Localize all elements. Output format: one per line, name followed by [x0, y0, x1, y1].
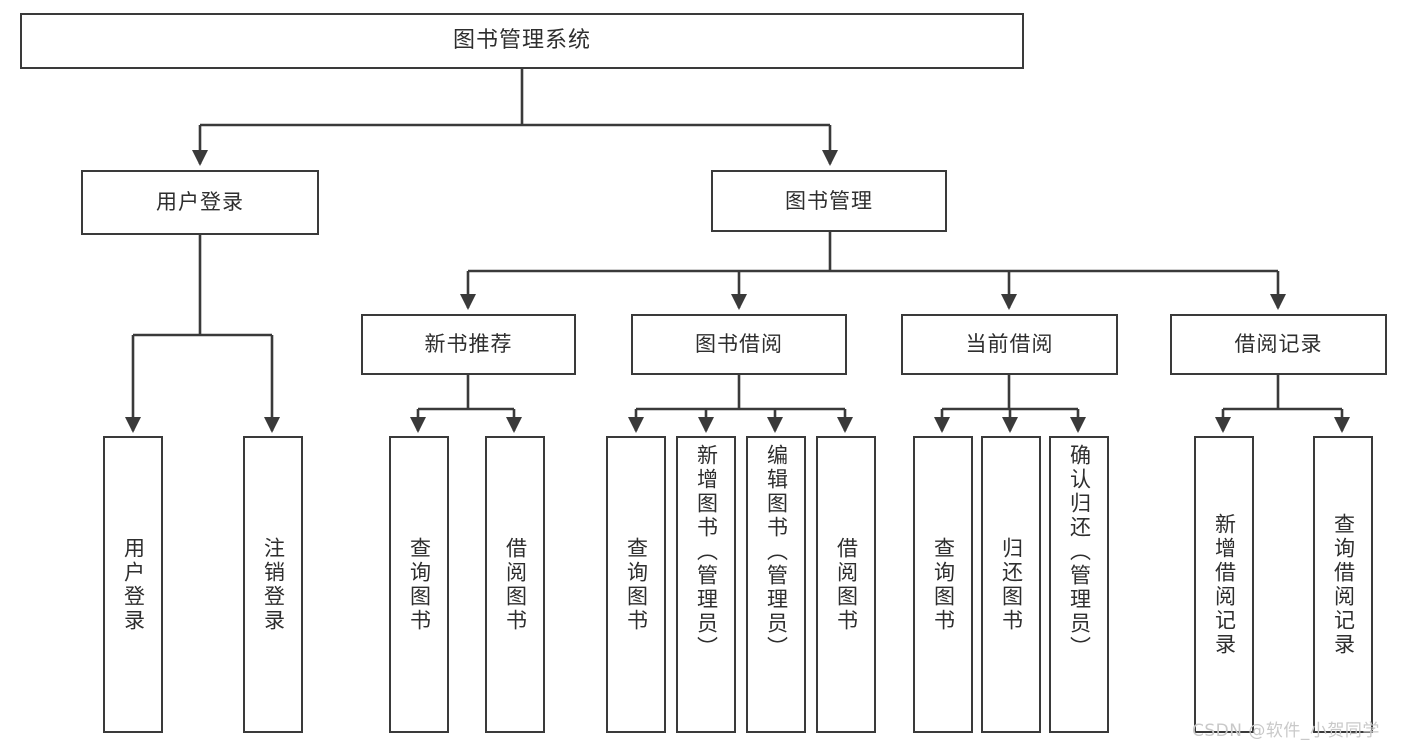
- node-label: 确认归还（管理员）: [1067, 444, 1092, 660]
- node-leaf-current-borrow-3[interactable]: 确认归还（管理员）: [1049, 436, 1109, 733]
- node-root-system[interactable]: 图书管理系统: [20, 13, 1024, 69]
- node-leaf-book-borrow-1[interactable]: 查询图书: [606, 436, 666, 733]
- node-leaf-book-borrow-3[interactable]: 编辑图书（管理员）: [746, 436, 806, 733]
- node-leaf-book-borrow-4[interactable]: 借阅图书: [816, 436, 876, 733]
- node-label: 借阅记录: [1234, 332, 1323, 357]
- node-label: 图书管理: [785, 188, 873, 213]
- node-label: 用户登录: [156, 190, 244, 215]
- node-label: 用户登录: [121, 536, 146, 633]
- node-leaf-new-book-2[interactable]: 借阅图书: [485, 436, 545, 733]
- node-book-management[interactable]: 图书管理: [711, 170, 947, 232]
- leaf-text-wrap: 查询图书: [391, 438, 447, 731]
- leaf-text-wrap: 用户登录: [105, 438, 161, 731]
- leaf-text-wrap: 归还图书: [983, 438, 1039, 731]
- watermark-text: CSDN @软件_小贺同学: [1192, 721, 1380, 741]
- node-label: 查询图书: [624, 536, 649, 633]
- node-book-borrow[interactable]: 图书借阅: [631, 314, 847, 375]
- node-current-borrow[interactable]: 当前借阅: [901, 314, 1118, 375]
- node-leaf-borrow-record-2[interactable]: 查询借阅记录: [1313, 436, 1373, 733]
- node-leaf-user-login-1[interactable]: 用户登录: [103, 436, 163, 733]
- leaf-text-wrap: 编辑图书（管理员）: [748, 438, 804, 731]
- node-borrow-record[interactable]: 借阅记录: [1170, 314, 1387, 375]
- leaf-text-wrap: 借阅图书: [818, 438, 874, 731]
- node-new-book-recommend[interactable]: 新书推荐: [361, 314, 576, 375]
- node-label: 借阅图书: [503, 536, 528, 633]
- node-leaf-new-book-1[interactable]: 查询图书: [389, 436, 449, 733]
- node-label: 新增借阅记录: [1212, 512, 1237, 657]
- node-label: 图书借阅: [695, 332, 783, 357]
- node-leaf-current-borrow-1[interactable]: 查询图书: [913, 436, 973, 733]
- node-label: 新增图书（管理员）: [694, 444, 719, 660]
- node-leaf-book-borrow-2[interactable]: 新增图书（管理员）: [676, 436, 736, 733]
- leaf-text-wrap: 新增借阅记录: [1196, 438, 1252, 731]
- node-label: 编辑图书（管理员）: [764, 444, 789, 660]
- leaf-text-wrap: 确认归还（管理员）: [1051, 438, 1107, 731]
- node-label: 查询借阅记录: [1331, 512, 1356, 657]
- leaf-text-wrap: 查询图书: [915, 438, 971, 731]
- node-label: 注销登录: [261, 536, 286, 633]
- leaf-text-wrap: 注销登录: [245, 438, 301, 731]
- leaf-text-wrap: 查询图书: [608, 438, 664, 731]
- leaf-text-wrap: 查询借阅记录: [1315, 438, 1371, 731]
- node-label: 图书管理系统: [452, 28, 591, 54]
- leaf-text-wrap: 借阅图书: [487, 438, 543, 731]
- node-leaf-borrow-record-1[interactable]: 新增借阅记录: [1194, 436, 1254, 733]
- node-label: 借阅图书: [834, 536, 859, 633]
- node-user-login[interactable]: 用户登录: [81, 170, 319, 235]
- leaf-text-wrap: 新增图书（管理员）: [678, 438, 734, 731]
- node-label: 查询图书: [931, 536, 956, 633]
- node-label: 归还图书: [999, 536, 1024, 633]
- node-label: 查询图书: [407, 536, 432, 633]
- node-label: 新书推荐: [424, 332, 513, 357]
- node-leaf-user-login-2[interactable]: 注销登录: [243, 436, 303, 733]
- node-label: 当前借阅: [965, 332, 1054, 357]
- node-leaf-current-borrow-2[interactable]: 归还图书: [981, 436, 1041, 733]
